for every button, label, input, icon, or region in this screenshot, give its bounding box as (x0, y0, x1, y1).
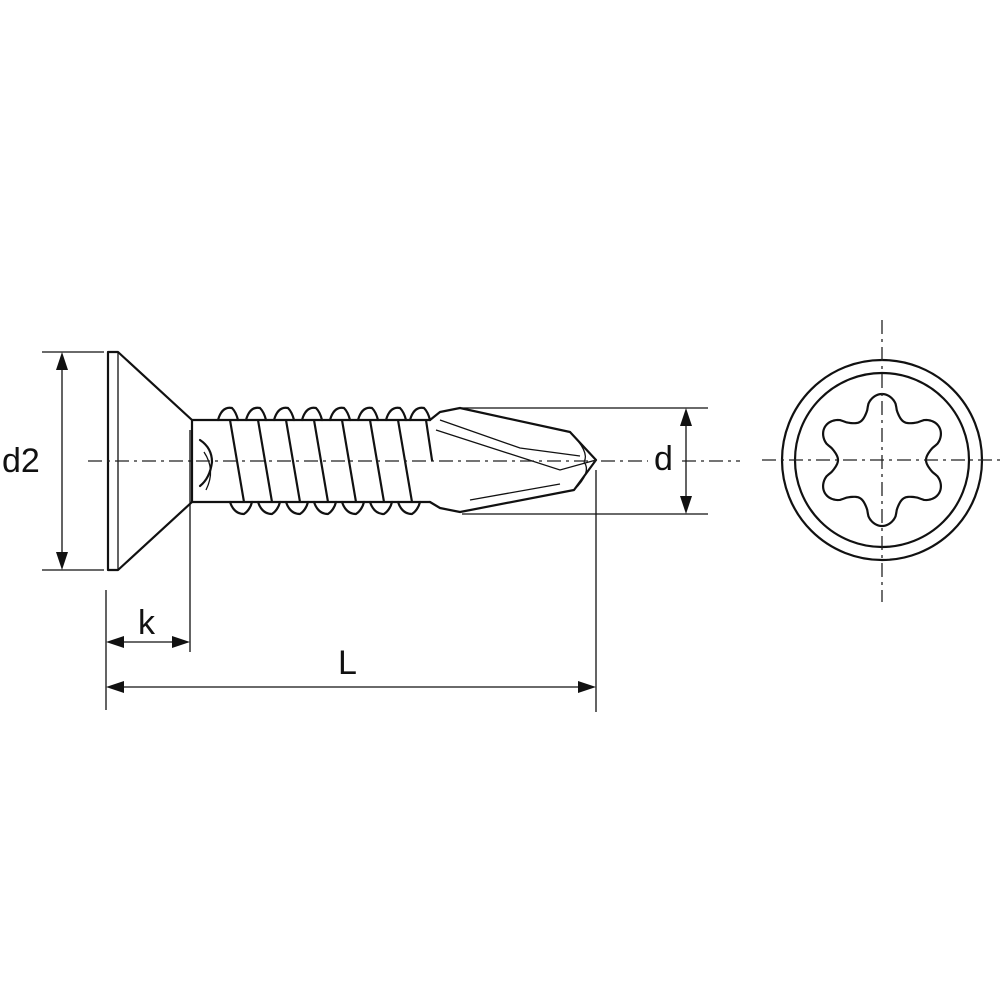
dimension-label-d2: d2 (2, 442, 40, 480)
dimension-label-k: k (138, 604, 156, 642)
dimension-L: L (106, 470, 597, 712)
dimension-k: k (105, 430, 191, 710)
dimension-label-d: d (654, 440, 673, 478)
torx-drive-icon (821, 392, 943, 528)
drill-tip (428, 406, 598, 514)
end-view (762, 320, 1003, 602)
dimension-d2: d2 (0, 351, 104, 571)
dimension-d: d (462, 407, 708, 515)
thread-tips (216, 406, 432, 516)
threaded-shank (190, 418, 432, 504)
dimension-label-L: L (338, 644, 357, 682)
